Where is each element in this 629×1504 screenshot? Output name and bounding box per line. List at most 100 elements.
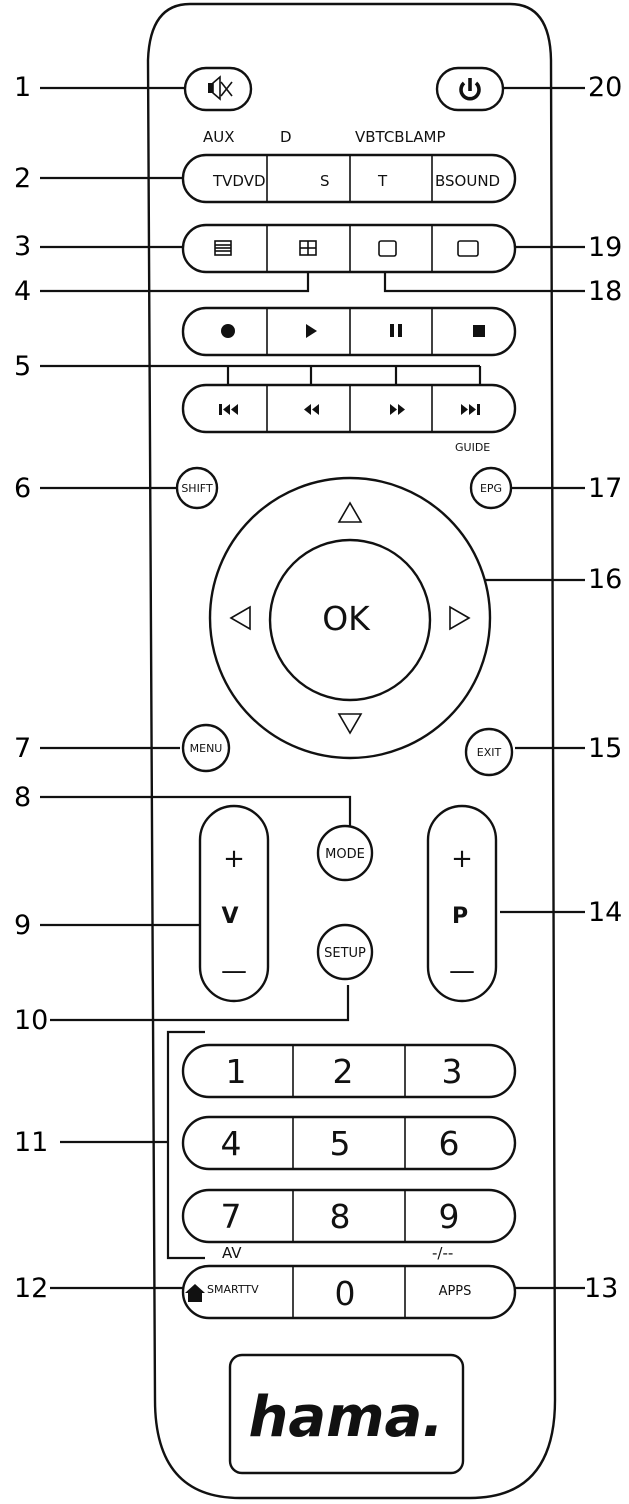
- callout-3: 3: [14, 231, 31, 262]
- shift-label: SHIFT: [181, 482, 213, 495]
- key-3[interactable]: 3: [442, 1052, 463, 1091]
- callout-14: 14: [588, 897, 622, 928]
- callout-9: 9: [14, 910, 31, 941]
- key-8[interactable]: 8: [330, 1197, 351, 1236]
- teletext-icon[interactable]: [214, 240, 232, 256]
- callout-5: 5: [14, 351, 31, 382]
- setup-label: SETUP: [324, 946, 366, 961]
- key-4[interactable]: 4: [221, 1124, 242, 1163]
- key-6[interactable]: 6: [439, 1124, 460, 1163]
- power-button[interactable]: [435, 66, 505, 112]
- down-arrow-icon[interactable]: [337, 713, 363, 735]
- power-icon: [459, 78, 481, 101]
- label-d: D: [280, 128, 292, 146]
- callout-13: 13: [584, 1273, 618, 1304]
- media-row-2: [181, 383, 517, 434]
- callout-1: 1: [14, 72, 31, 103]
- label-vbtcblamp: VBTCBLAMP: [355, 128, 446, 146]
- teletext-screen-icon[interactable]: [378, 240, 397, 257]
- callout-17: 17: [588, 473, 622, 504]
- pause-icon[interactable]: [390, 324, 402, 337]
- teletext-mix-icon[interactable]: [299, 240, 317, 256]
- mute-icon: [208, 75, 233, 101]
- numpad-row-1: [181, 1043, 517, 1099]
- right-arrow-icon[interactable]: [449, 605, 471, 631]
- skip-back-icon[interactable]: [219, 404, 238, 415]
- source-row: [181, 153, 517, 204]
- leader-11: [166, 1030, 205, 1260]
- epg-label: EPG: [480, 482, 502, 495]
- key-7[interactable]: 7: [221, 1197, 242, 1236]
- mode-label: MODE: [325, 847, 365, 862]
- label-aux: AUX: [203, 128, 235, 146]
- home-icon: [185, 1284, 205, 1302]
- volume-letter: V: [221, 904, 238, 929]
- ok-label: OK: [322, 599, 371, 638]
- rewind-icon[interactable]: [304, 404, 319, 415]
- source-bsound-button[interactable]: BSOUND: [435, 172, 500, 190]
- key-5[interactable]: 5: [330, 1124, 351, 1163]
- stop-icon[interactable]: [473, 325, 485, 337]
- callout-numbers: 1 20 2 3 19 4 18 5 6 17 16 7 15 8 9 14 1…: [14, 72, 622, 1304]
- leader-8: [40, 795, 352, 830]
- callout-16: 16: [588, 564, 622, 595]
- callout-18: 18: [588, 276, 622, 307]
- callout-20: 20: [588, 72, 622, 103]
- mode-button[interactable]: [316, 824, 374, 882]
- mute-button[interactable]: [183, 66, 253, 112]
- key-0[interactable]: 0: [335, 1274, 356, 1313]
- volume-rocker[interactable]: [198, 804, 270, 1003]
- program-minus: —: [449, 956, 475, 986]
- teletext-row: [181, 223, 517, 274]
- fast-forward-icon[interactable]: [390, 404, 405, 415]
- smarttv-label: SMARTTV: [207, 1283, 259, 1296]
- epg-button[interactable]: [469, 466, 513, 510]
- callout-11: 11: [14, 1127, 48, 1158]
- exit-button[interactable]: [464, 727, 514, 777]
- callout-19: 19: [588, 232, 622, 263]
- key-1[interactable]: 1: [226, 1052, 247, 1091]
- skip-forward-icon[interactable]: [461, 404, 480, 415]
- guide-label: GUIDE: [455, 441, 490, 454]
- callout-10: 10: [14, 1005, 48, 1036]
- volume-minus: —: [221, 956, 247, 986]
- up-arrow-icon[interactable]: [337, 501, 363, 523]
- teletext-wide-icon[interactable]: [457, 240, 479, 257]
- callout-2: 2: [14, 163, 31, 194]
- callout-8: 8: [14, 782, 31, 813]
- setup-button[interactable]: [316, 923, 374, 981]
- program-plus: +: [451, 844, 473, 874]
- program-rocker[interactable]: [426, 804, 498, 1003]
- menu-button[interactable]: [181, 723, 231, 773]
- program-letter: P: [452, 904, 468, 929]
- callout-4: 4: [14, 276, 31, 307]
- play-icon[interactable]: [306, 324, 317, 338]
- source-s-button[interactable]: S: [320, 172, 330, 190]
- dash-label: -/--: [432, 1244, 453, 1262]
- menu-label: MENU: [190, 742, 223, 755]
- media-row-1: [181, 306, 517, 357]
- callout-6: 6: [14, 473, 31, 504]
- smart-tv-button[interactable]: SMARTTV: [185, 1283, 259, 1302]
- record-icon[interactable]: [221, 324, 235, 338]
- leader-10: [50, 985, 350, 1022]
- av-label: AV: [222, 1244, 242, 1262]
- bottom-row: [181, 1264, 517, 1320]
- callout-15: 15: [588, 733, 622, 764]
- callout-7: 7: [14, 733, 31, 764]
- key-9[interactable]: 9: [439, 1197, 460, 1236]
- source-tvdvd-button[interactable]: TVDVD: [212, 172, 266, 190]
- numpad-row-3: [181, 1188, 517, 1244]
- exit-label: EXIT: [477, 746, 502, 759]
- callout-12: 12: [14, 1273, 48, 1304]
- key-2[interactable]: 2: [333, 1052, 354, 1091]
- source-t-button[interactable]: T: [377, 172, 388, 190]
- left-arrow-icon[interactable]: [229, 605, 251, 631]
- apps-button[interactable]: APPS: [439, 1284, 472, 1299]
- ok-button[interactable]: [268, 538, 432, 702]
- logo-plate: [228, 1353, 465, 1475]
- numpad-row-2: [181, 1115, 517, 1171]
- brand-logo: hama.: [248, 1385, 443, 1450]
- shift-button[interactable]: [175, 466, 219, 510]
